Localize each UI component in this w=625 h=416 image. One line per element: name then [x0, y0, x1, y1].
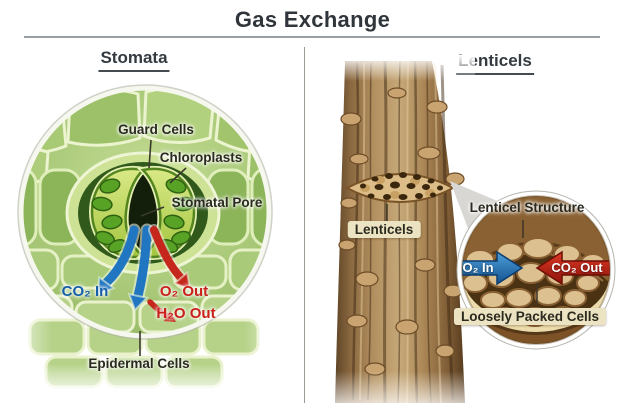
co2-in-arrows — [96, 223, 154, 312]
o2-out-arrow — [148, 224, 192, 291]
lenticel-inset-circle — [456, 190, 616, 350]
h2o-out-arrow — [147, 299, 176, 322]
inset-pointer-lines — [522, 220, 538, 304]
epidermal-cells-band — [0, 312, 300, 416]
magnifier-wedge — [450, 181, 507, 247]
h2o-out-label: H₂O Out — [156, 305, 216, 322]
lenticels-label: Lenticels — [347, 221, 421, 238]
magnifier-rim-edge — [17, 84, 273, 340]
epidermal-cells-label: Epidermal Cells — [88, 356, 190, 371]
stomata-illustration — [0, 84, 300, 416]
stomatal-pore-label: Stomatal Pore — [171, 195, 263, 210]
title-divider-line — [24, 36, 600, 38]
co2-in-label: CO₂ In — [61, 283, 109, 300]
guard-cell-assembly — [65, 151, 221, 275]
stomata-pointer-lines — [139, 139, 187, 356]
o2-in-label: O₂ In — [462, 260, 494, 275]
chloroplast-shapes — [91, 178, 195, 254]
o2-out-label: O₂ Out — [159, 283, 209, 300]
trunk-bottom-fade — [317, 371, 492, 416]
lenticel-patch — [344, 172, 456, 203]
magnifier-rim — [18, 85, 272, 339]
stomata-magnified-view — [21, 88, 269, 336]
page-title: Gas Exchange — [234, 7, 391, 32]
panel-divider-line — [304, 47, 305, 403]
co2-out-label: CO₂ Out — [551, 260, 603, 275]
o2-in-arrow — [462, 250, 524, 286]
co2-out-arrow — [535, 250, 610, 286]
guard-cells-label: Guard Cells — [118, 122, 194, 137]
lenticel-structure-label: Lenticel Structure — [469, 200, 585, 215]
chloroplasts-label: Chloroplasts — [159, 150, 243, 165]
lenticels-heading: Lenticels — [456, 51, 534, 75]
stomata-heading: Stomata — [98, 48, 170, 72]
loosely-packed-cells-label: Loosely Packed Cells — [453, 308, 607, 325]
